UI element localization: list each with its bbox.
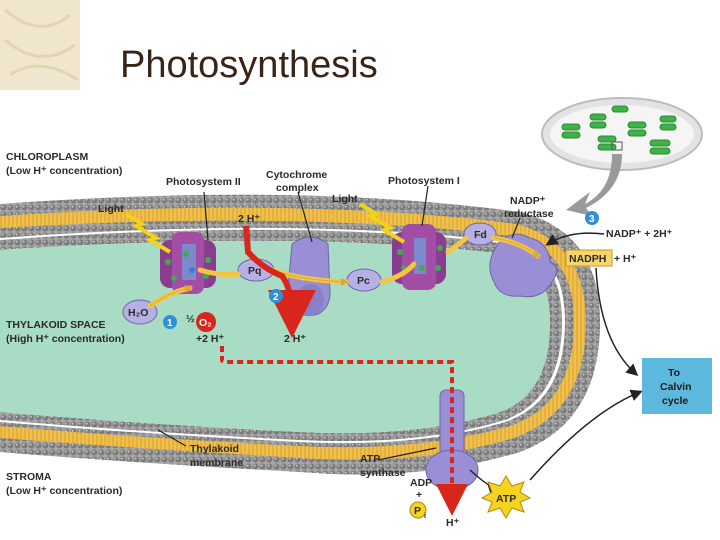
label-photosystem-i: Photosystem I <box>388 175 460 187</box>
label-two-h-lumen: 2 H⁺ <box>284 333 306 345</box>
label-nadph: NADPH <box>569 253 606 265</box>
nadp-arrow <box>545 232 605 246</box>
step-number-3: 3 <box>589 214 595 225</box>
fd-carrier <box>463 222 497 246</box>
label-calvin-3: cycle <box>662 395 688 407</box>
label-adp: ADP <box>410 477 432 489</box>
label-calvin-1: To <box>668 367 680 379</box>
label-thylakoid-space-2: (High H⁺ concentration) <box>6 333 125 345</box>
label-fd: Fd <box>474 229 487 241</box>
label-two-h-top: 2 H⁺ <box>238 213 260 225</box>
label-nadp-reductase-1: NADP⁺ <box>510 195 546 207</box>
label-plus: + <box>416 489 422 501</box>
label-chloroplast: CHLOROPLASM <box>6 151 89 163</box>
corner-decoration <box>0 0 80 90</box>
photosystem-ii <box>160 232 216 294</box>
label-cytochrome-2: complex <box>276 182 319 194</box>
pi-badge <box>409 501 427 519</box>
label-chloroplast-sub: (Low H⁺ concentration) <box>6 165 122 177</box>
nadph-to-calvin-arrow <box>595 267 639 376</box>
proton-dashed-path <box>220 346 454 492</box>
label-pi-sub: i <box>424 513 426 520</box>
label-atp-synthase-1: ATP <box>360 453 380 465</box>
step-badge-2 <box>269 289 283 303</box>
thylakoid-diagram: CHLOROPLASM (Low H⁺ concentration) Photo… <box>0 92 720 540</box>
membrane-tails <box>0 207 586 460</box>
label-h-bottom: H⁺ <box>446 517 460 529</box>
label-thylakoid-membrane-2: membrane <box>190 457 243 469</box>
label-thylakoid-space-1: THYLAKOID SPACE <box>6 319 106 331</box>
label-thylakoid-membrane-1: Thylakoid <box>190 443 239 455</box>
atp-starburst <box>480 475 532 519</box>
label-pq: Pq <box>248 265 261 277</box>
label-light-left: Light <box>98 203 124 215</box>
light-bolt-right <box>358 202 406 244</box>
light-bolt-left <box>124 212 172 254</box>
label-atp-synthase-2: synthase <box>360 467 406 479</box>
atp-to-calvin-arrow <box>529 389 643 481</box>
o2-badge <box>196 312 216 332</box>
label-half: ½ <box>186 313 195 325</box>
label-atp: ATP <box>496 493 516 505</box>
zoom-arrow <box>566 154 622 216</box>
label-stroma-2: (Low H⁺ concentration) <box>6 485 122 497</box>
label-nadp-reductase-2: reductase <box>504 208 554 220</box>
proton-arrow-top <box>243 225 316 338</box>
nadph-box <box>565 249 613 267</box>
label-o2: O₂ <box>199 317 212 329</box>
chloroplast-thumbnail <box>541 97 703 171</box>
label-h2o: H₂O <box>128 307 148 319</box>
photosystem-i <box>392 224 446 290</box>
step-badge-1 <box>163 315 177 329</box>
label-calvin-2: Calvin <box>660 381 692 393</box>
label-pi: P <box>414 505 421 517</box>
calvin-cycle-box <box>642 358 712 414</box>
label-stroma-1: STROMA <box>6 471 52 483</box>
slide-title: Photosynthesis <box>120 44 378 86</box>
step-badge-3 <box>585 211 599 225</box>
label-pc: Pc <box>357 275 370 287</box>
label-nadp-plus: NADP⁺ + 2H⁺ <box>606 228 673 240</box>
step-number-2: 2 <box>273 292 279 303</box>
label-light-right: Light <box>332 193 358 205</box>
step-number-1: 1 <box>167 318 173 329</box>
label-photosystem-ii: Photosystem II <box>166 176 241 188</box>
label-cytochrome-1: Cytochrome <box>266 169 327 181</box>
label-plus-2h: +2 H⁺ <box>196 333 224 345</box>
label-nadph-h: + H⁺ <box>614 253 637 265</box>
